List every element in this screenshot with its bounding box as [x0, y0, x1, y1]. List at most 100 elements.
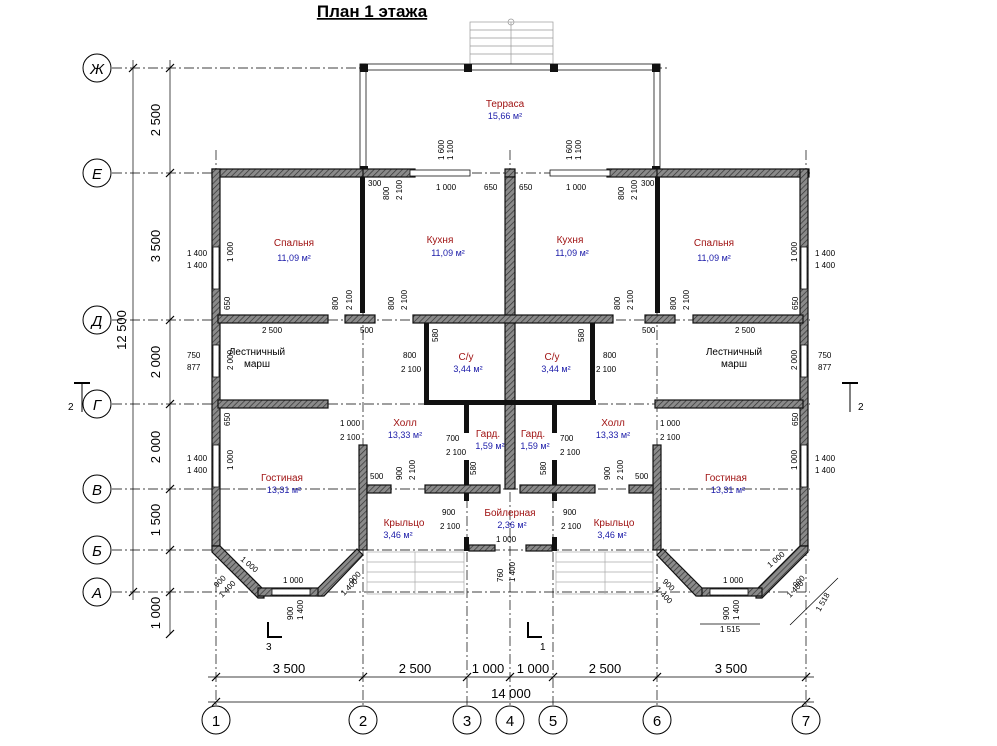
axis-letter: Б [92, 543, 102, 560]
dim: 700 [446, 434, 460, 443]
axis-number: 4 [506, 713, 514, 730]
room-area-kitchen: 11,09 м² [431, 248, 465, 258]
windows [212, 169, 808, 596]
dim: 2 000 [790, 349, 799, 370]
dim: 1 400 [187, 454, 208, 463]
dim: 2 100 [345, 289, 354, 310]
dim-total-horizontal: 14 000 [491, 686, 531, 701]
dim: 2 100 [408, 459, 417, 480]
room-name-hall: Холл [393, 418, 417, 429]
room-name-kitchen: Кухня [427, 235, 454, 246]
axis-letter: В [92, 482, 102, 499]
dim: 1 400 [508, 561, 517, 582]
dim: 1 000 [790, 241, 799, 262]
room-name-living: Гостиная [705, 473, 747, 484]
dim: 650 [791, 412, 800, 426]
dim: 500 [642, 326, 656, 335]
dim: 800 [403, 351, 417, 360]
dim: 900 [395, 466, 404, 480]
dim: 800 [331, 296, 340, 310]
dim: 2 000 [148, 346, 163, 379]
dim: 800 [617, 186, 626, 200]
dim-total-vertical: 12 500 [114, 310, 129, 350]
axis-number: 7 [802, 713, 810, 730]
dim: 2 100 [395, 179, 404, 200]
room-area-living: 13,31 м² [711, 485, 745, 495]
dim: 1 100 [574, 139, 583, 160]
room-name-wardrobe: Гард. [476, 429, 500, 440]
room-name-stairs: Лестничный марш [228, 347, 286, 370]
dim: 1 000 [790, 449, 799, 470]
axis-letters: Ж Е Д Г В Б А [82, 53, 112, 607]
axis-numbers: 1 2 3 4 5 6 7 [201, 705, 821, 735]
dim: 500 [635, 472, 649, 481]
axis-letter: Д [90, 313, 103, 330]
left-dimension-chain: 2 500 3 500 2 000 2 000 1 500 1 000 12 5… [114, 60, 175, 639]
room-area-kitchen: 11,09 м² [555, 248, 589, 258]
dim: 1 000 [566, 183, 587, 192]
dim: 2 500 [399, 661, 432, 676]
dim: 650 [223, 296, 232, 310]
dim: 580 [539, 461, 548, 475]
dim: 580 [469, 461, 478, 475]
room-name-porch: Крыльцо [384, 518, 425, 529]
dim: 1 000 [283, 576, 304, 585]
dim: 760 [496, 568, 505, 582]
axis-number: 1 [212, 713, 220, 730]
room-name-wardrobe: Гард. [521, 429, 545, 440]
dim: 300 [368, 179, 382, 188]
dim: 2 100 [660, 433, 681, 442]
dim: 2 500 [735, 326, 756, 335]
dim: 650 [791, 296, 800, 310]
room-area-boiler: 2,36 м² [497, 520, 526, 530]
dim: 750 [187, 351, 201, 360]
dim: 1 515 [720, 625, 741, 634]
dim: 650 [223, 412, 232, 426]
room-name-porch: Крыльцо [594, 518, 635, 529]
room-name-kitchen: Кухня [557, 235, 584, 246]
dim: 900 [603, 466, 612, 480]
dim: 300 [641, 179, 655, 188]
dim: 1 400 [187, 261, 208, 270]
dim: 1 000 [496, 535, 517, 544]
section-label: 1 [540, 642, 546, 653]
interior-walls [217, 176, 804, 552]
dim: 877 [818, 363, 832, 372]
room-name-bedroom: Спальня [274, 238, 314, 249]
dim: 3 500 [715, 661, 748, 676]
room-name-wc: С/у [545, 352, 560, 363]
room-area-living: 13,31 м² [267, 485, 301, 495]
dim: 800 [669, 296, 678, 310]
section-label: 2 [68, 402, 74, 413]
dim: 900 [563, 508, 577, 517]
room-name-living: Гостиная [261, 473, 303, 484]
dim: 2 000 [148, 431, 163, 464]
dim: 2 100 [596, 365, 617, 374]
dim: 2 500 [148, 104, 163, 137]
room-name-bedroom: Спальня [694, 238, 734, 249]
room-area-bedroom: 11,09 м² [697, 253, 731, 263]
dim: 2 100 [626, 289, 635, 310]
axis-letter: А [91, 585, 102, 602]
dim: 800 [603, 351, 617, 360]
room-area-porch: 3,46 м² [597, 530, 626, 540]
room-area-wardrobe: 1,59 м² [520, 441, 549, 451]
dim: 1 400 [815, 466, 836, 475]
dim: 1 600 [565, 139, 574, 160]
room-labels: Терраса 15,66 м² Спальня 11,09 м² Спальн… [228, 99, 762, 540]
dim: 650 [484, 183, 498, 192]
dim: 2 100 [630, 179, 639, 200]
dim: 1 000 [148, 597, 163, 630]
dim: 2 500 [589, 661, 622, 676]
section-label: 2 [858, 402, 864, 413]
axis-number: 5 [549, 713, 557, 730]
dim: 1 400 [187, 249, 208, 258]
dim: 1 500 [148, 504, 163, 537]
dim: 2 500 [262, 326, 283, 335]
dim: 3 500 [148, 230, 163, 263]
dim: 900 [286, 606, 295, 620]
dim: 877 [187, 363, 201, 372]
dim: 1 000 [723, 576, 744, 585]
axis-letter: Г [93, 397, 103, 414]
